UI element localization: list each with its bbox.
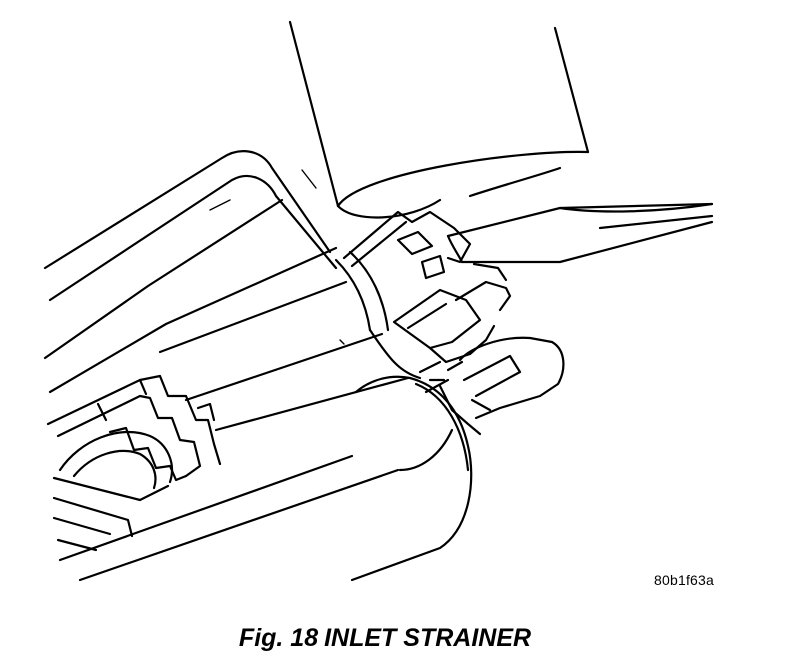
housing-end-cap [350,375,473,582]
detail-marks [209,169,345,345]
electrical-connector [342,210,512,394]
pump-housing [43,150,422,582]
inlet-strainer [428,336,565,436]
figure-reference-code: 80b1f63a [654,572,714,588]
bracket [46,374,222,552]
figure-title: INLET STRAINER [324,624,532,652]
inlet-strainer-illustration [43,20,714,582]
screwdriver [446,202,714,264]
fuel-pump-body [288,20,590,219]
figure-number: Fig. 18 [238,624,319,652]
